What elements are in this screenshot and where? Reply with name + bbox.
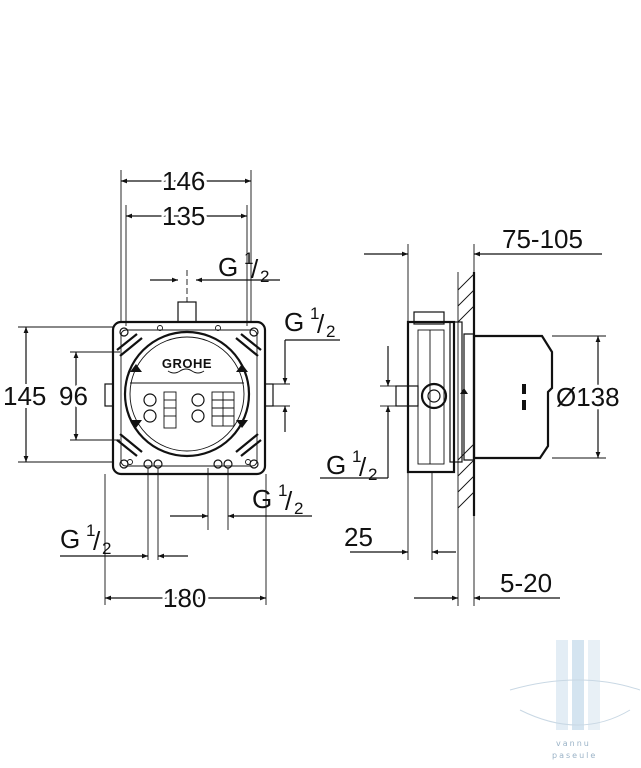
thread-bottom-left-den: 2 xyxy=(102,539,111,558)
corner-screws xyxy=(119,325,259,469)
side-flange xyxy=(449,321,463,463)
thread-top-num: 1 xyxy=(244,249,253,268)
dim-5-20-label: 5-20 xyxy=(500,568,552,598)
thread-top-den: 2 xyxy=(260,267,269,286)
dim-146-label: 146 xyxy=(162,166,205,196)
thread-bottom-left-num: 1 xyxy=(86,521,95,540)
dim-138-label: Ø138 xyxy=(556,382,620,412)
side-dimension-lines xyxy=(320,251,602,601)
dial-symbols xyxy=(143,391,235,429)
trim-markers xyxy=(460,384,526,410)
top-inlet-pipe xyxy=(177,301,197,323)
thread-top-label: G xyxy=(218,252,238,282)
thread-right-label: G xyxy=(284,307,304,337)
bottom-ports xyxy=(143,459,233,469)
brand-logo: GROHE xyxy=(162,356,212,371)
thread-side-slash: / xyxy=(359,452,367,482)
thread-bottom-right-num: 1 xyxy=(278,481,287,500)
thread-top-slash: / xyxy=(251,254,259,284)
thread-bottom-left-slash: / xyxy=(93,526,101,556)
thread-bottom-left-label: G xyxy=(60,524,80,554)
dim-96-label: 96 xyxy=(59,381,88,411)
thread-side-label: G xyxy=(326,450,346,480)
corner-latches xyxy=(116,333,262,457)
thread-bottom-right-label: G xyxy=(252,484,272,514)
front-dimension-lines xyxy=(23,178,340,601)
dim-145-label: 145 xyxy=(3,381,46,411)
right-stub xyxy=(264,383,274,407)
watermark: vannu paseule xyxy=(509,640,641,760)
dim-135-label: 135 xyxy=(162,201,205,231)
side-inlet-fitting xyxy=(395,382,448,410)
dim-180-label: 180 xyxy=(163,583,206,613)
front-labels: 146 135 180 145 96 G 1 / 2 G 1 / 2 G 1 /… xyxy=(0,163,335,616)
watermark-line2: paseule xyxy=(552,751,597,760)
front-view: GROHE xyxy=(104,270,274,476)
side-body xyxy=(406,320,456,474)
thread-right-den: 2 xyxy=(326,322,335,341)
thread-bottom-right-slash: / xyxy=(285,486,293,516)
face-arrows xyxy=(130,364,248,428)
thread-right-num: 1 xyxy=(310,304,319,323)
side-labels: 75-105 Ø138 25 5-20 G 1 / 2 xyxy=(326,224,623,598)
thread-bottom-right-den: 2 xyxy=(294,499,303,518)
trim-cover xyxy=(472,334,554,460)
side-extension-lines xyxy=(380,244,606,606)
side-view xyxy=(395,272,554,516)
thread-right-slash: / xyxy=(317,309,325,339)
dim-25-label: 25 xyxy=(344,522,373,552)
thread-side-num: 1 xyxy=(352,447,361,466)
dim-75-105-label: 75-105 xyxy=(502,224,583,254)
thread-side-den: 2 xyxy=(368,465,377,484)
left-stub xyxy=(104,383,114,407)
watermark-line1: vannu xyxy=(556,739,591,748)
central-dial xyxy=(123,330,251,458)
